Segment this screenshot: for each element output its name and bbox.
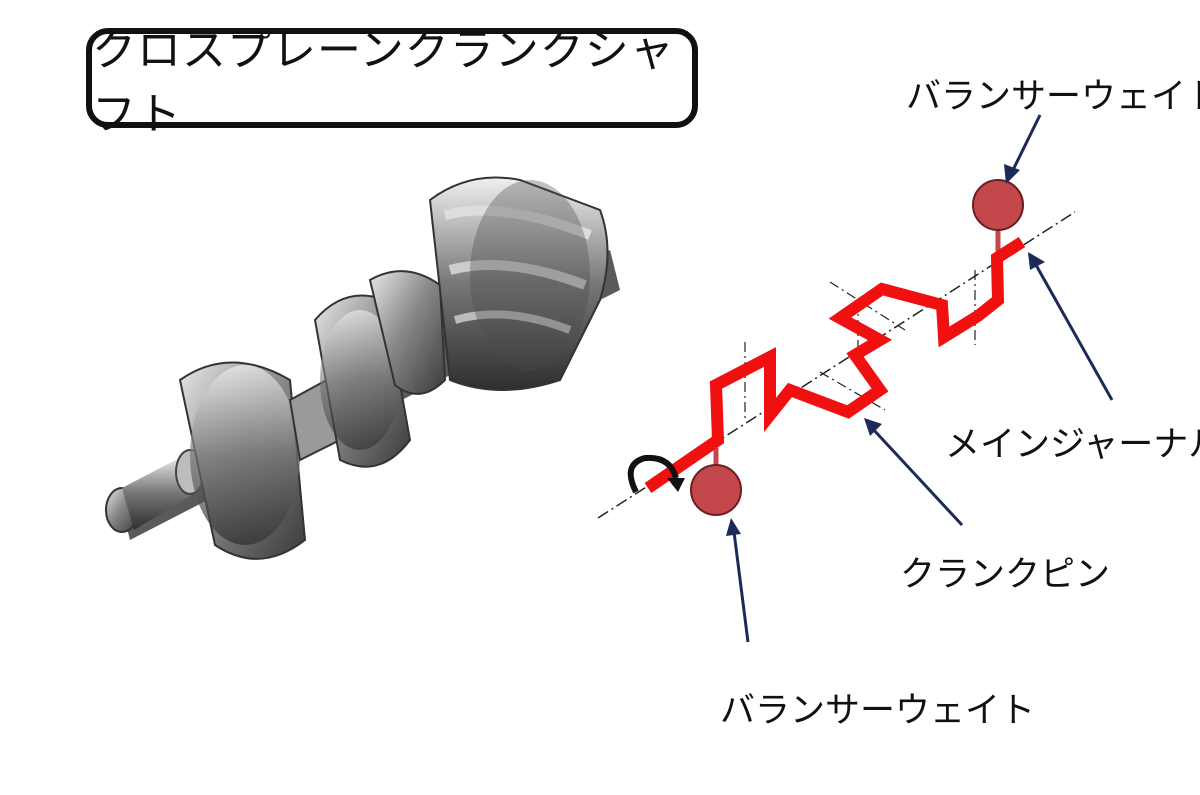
balancer-weight-top xyxy=(972,179,1024,231)
arrow-main-journal xyxy=(1028,252,1114,401)
balancer-weight-bottom xyxy=(690,464,742,516)
label-balancer-top: バランサーウェイト xyxy=(906,77,1200,117)
crank-line xyxy=(644,236,1026,493)
label-balancer-bottom: バランサーウェイト xyxy=(720,691,1036,731)
label-main-journal: メインジャーナル xyxy=(945,425,1200,465)
rotation-arrow-icon xyxy=(627,454,685,494)
diagram-title: クロスプレーンクランクシャフト xyxy=(92,25,675,140)
label-crank-pin: クランクピン xyxy=(900,555,1111,595)
arrow-balancer-top xyxy=(1004,114,1042,184)
title-box: クロスプレーンクランクシャフト xyxy=(86,25,698,140)
arrow-balancer-bottom xyxy=(726,518,750,643)
arrow-crank-pin xyxy=(864,418,964,527)
